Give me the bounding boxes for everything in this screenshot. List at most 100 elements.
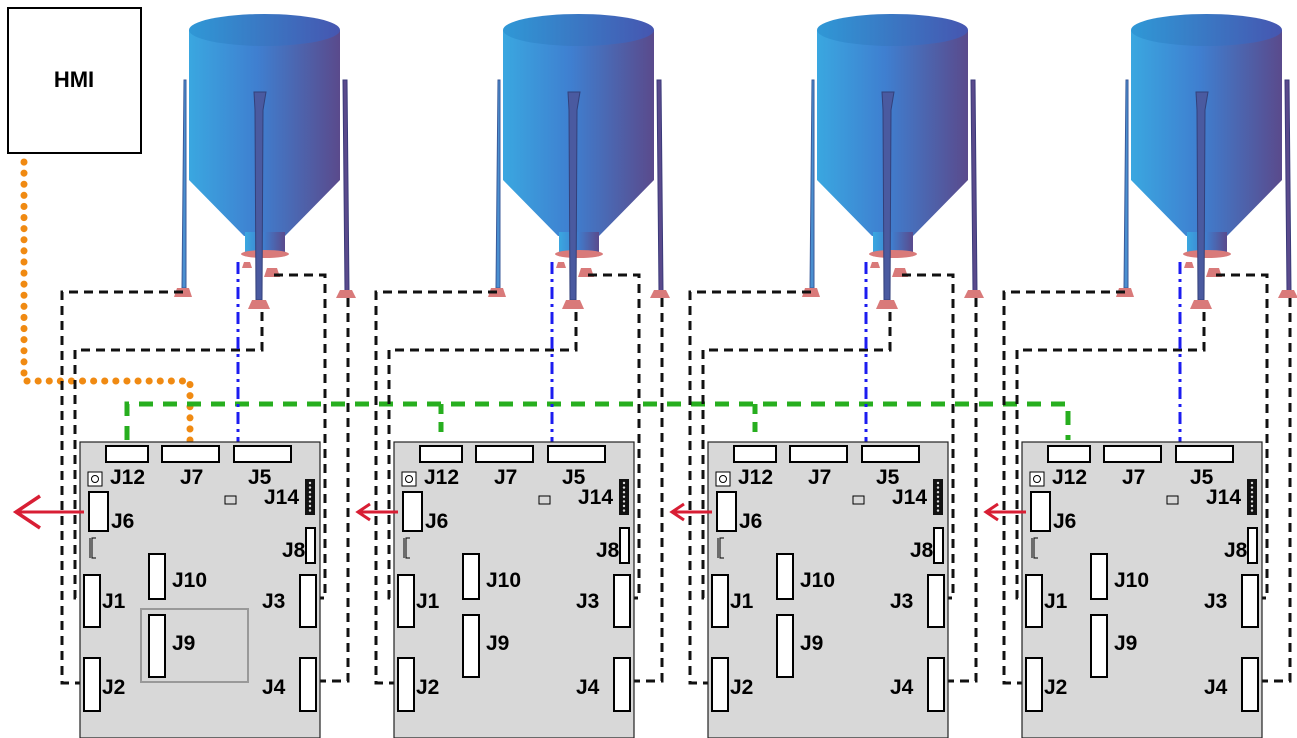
connector-j2 [397,657,415,712]
connector-j7 [475,445,534,463]
label-j10: J10 [486,569,521,592]
label-j8: J8 [596,539,620,562]
wire-left-outer [1002,290,1125,685]
connector-j8 [933,527,944,564]
connector-j2 [711,657,729,712]
label-j4: J4 [576,676,600,699]
connector-j9 [148,614,166,678]
connector-j4 [927,657,945,712]
silo-leg [809,79,815,289]
connector-j3 [1241,574,1259,628]
j14-pin [622,504,626,508]
reset-button [1029,471,1045,487]
connector-j12 [1047,445,1091,463]
label-j14: J14 [1206,486,1241,509]
label-j4: J4 [890,676,914,699]
j14-pin [936,491,940,494]
connector-j2 [83,657,101,712]
j14-pin [308,486,312,489]
connector-j12 [105,445,149,463]
label-j9: J9 [800,632,823,655]
connector-j4 [613,657,631,712]
reset-button [401,471,417,487]
j14-pin [622,491,626,494]
arrow-left-icon [12,494,84,530]
j9-highlight [140,608,249,683]
board-outline [79,441,321,738]
silo-leg [181,79,187,289]
arrow-left-icon [669,502,712,522]
j14-pin [936,495,940,498]
silo-cone [189,180,340,236]
label-j1: J1 [102,590,126,613]
daisy-chain-bus [124,401,1071,440]
connector-j12 [419,445,463,463]
j14-pin [1250,495,1254,498]
connector-j4 [299,657,317,712]
label-j14: J14 [578,486,613,509]
connector-j6 [1030,491,1051,532]
connector-j10 [148,553,166,600]
connector-j9 [462,614,480,678]
board-outline [1021,441,1263,738]
label-j9: J9 [172,632,195,655]
connector-j9 [1090,614,1108,678]
silo-top [817,14,968,46]
connector-j3 [613,574,631,628]
wire-left-inner [701,312,892,600]
connector-j8 [619,527,630,564]
j14-pin [936,509,940,512]
connector-j8 [1247,527,1258,564]
connector-j10 [462,553,480,600]
connector-j3 [299,574,317,628]
hmi-link [20,158,194,448]
label-j3: J3 [262,590,285,613]
j14-pin [1250,486,1254,489]
label-j12: J12 [110,466,145,489]
label-j9: J9 [1114,632,1137,655]
silo-cone [817,180,968,236]
wire-right-inner [274,273,327,600]
connector-j7 [1103,445,1162,463]
reset-button-dot [719,475,727,483]
silo-body [189,30,340,180]
component-led [1166,495,1179,505]
connector-j5 [861,445,920,463]
silo-top [503,14,654,46]
arrow-left-icon [983,502,1026,522]
label-j6: J6 [739,510,762,533]
label-j10: J10 [800,569,835,592]
wire-right-inner [1216,273,1269,600]
silo-cone [503,180,654,236]
component-bracket [403,537,410,559]
hmi-box [7,7,142,154]
component-bracket [1031,537,1038,559]
connector-j1 [711,574,729,628]
silo-foot [556,262,566,268]
j14-pin [1250,500,1254,503]
label-j7: J7 [1122,466,1145,489]
label-j5: J5 [248,466,272,489]
silo-foot [650,290,670,298]
silo-leg [342,79,350,293]
silo-foot [1190,300,1212,309]
silo-foot [336,290,356,298]
silo-body [1131,30,1282,180]
component-bracket [89,537,96,559]
silo-foot [964,290,984,298]
label-j7: J7 [180,466,203,489]
j14-pin [1250,504,1254,508]
wire-left-inner [1015,312,1206,600]
j14-pin [622,495,626,498]
j14-pin [622,500,626,503]
j14-pin [308,481,312,485]
silo-foot [242,262,252,268]
connector-j1 [397,574,415,628]
label-j6: J6 [111,510,134,533]
silo-icon [802,14,984,309]
silo-outlet [873,232,913,254]
label-j4: J4 [1204,676,1228,699]
